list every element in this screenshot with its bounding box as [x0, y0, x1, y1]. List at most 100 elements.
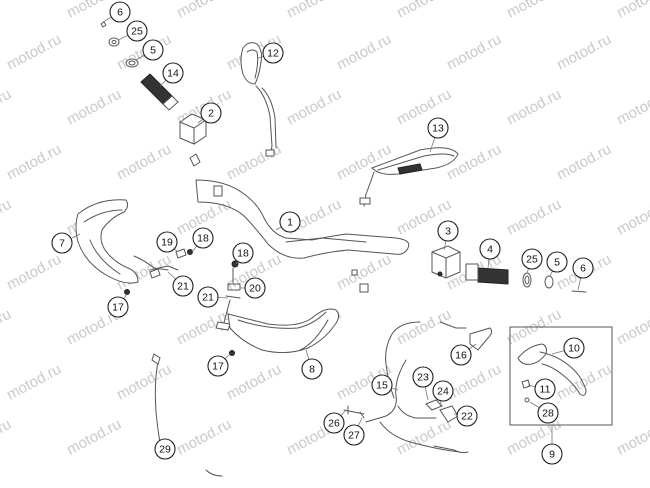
- part-mirror-right: [359, 147, 459, 207]
- watermark-text: motod.ru: [0, 416, 14, 459]
- callout-1: 1: [279, 211, 301, 233]
- callout-16: 16: [450, 344, 472, 366]
- callout-number: 24: [437, 386, 449, 398]
- watermark-text: motod.ru: [4, 361, 64, 404]
- callout-circle: [51, 232, 73, 254]
- inset-lever-assembly: [509, 326, 613, 426]
- callout-circle: [343, 424, 365, 446]
- callout-number: 28: [542, 408, 554, 420]
- callout-circle: [437, 220, 459, 242]
- watermark-text: motod.ru: [0, 196, 14, 239]
- callout-number: 4: [487, 244, 493, 256]
- callout-5: 5: [546, 251, 568, 273]
- callout-circle: [192, 227, 214, 249]
- callout-circle: [162, 62, 184, 84]
- watermark-text: motod.ru: [4, 141, 64, 184]
- callout-circle: [432, 380, 454, 402]
- callout-6: 6: [109, 1, 131, 23]
- callout-number: 14: [167, 68, 179, 80]
- watermark-text: motod.ru: [64, 86, 124, 129]
- callout-circle: [109, 1, 131, 23]
- callout-13: 13: [427, 117, 449, 139]
- watermark-text: motod.ru: [394, 416, 454, 459]
- part-bar-end-hardware-right: [522, 272, 587, 293]
- watermark-text: motod.ru: [554, 31, 614, 74]
- callout-number: 15: [376, 380, 388, 392]
- callout-circle: [450, 344, 472, 366]
- callout-number: 12: [267, 48, 279, 60]
- callout-circle: [412, 366, 434, 388]
- callout-circle: [154, 438, 176, 460]
- callout-26: 26: [323, 412, 345, 434]
- callout-23: 23: [412, 366, 434, 388]
- part-handlebar: [195, 179, 410, 293]
- watermark-text: motod.ru: [224, 141, 284, 184]
- watermark-text: motod.ru: [114, 141, 174, 184]
- watermark-text: motod.ru: [4, 251, 64, 294]
- callout-circle: [232, 242, 254, 264]
- callout-number: 18: [197, 233, 209, 245]
- watermark-text: motod.ru: [444, 361, 504, 404]
- callout-6: 6: [572, 257, 594, 279]
- watermark-text: motod.ru: [334, 31, 394, 74]
- callout-number: 2: [208, 108, 214, 120]
- callout-circle: [537, 402, 559, 424]
- callout-10: 10: [563, 337, 585, 359]
- callout-circle: [262, 42, 284, 64]
- callout-18: 18: [232, 242, 254, 264]
- callout-8: 8: [301, 358, 323, 380]
- callout-17: 17: [107, 296, 129, 318]
- callout-number: 6: [117, 7, 123, 19]
- watermark-text: motod.ru: [614, 86, 650, 129]
- watermark-text: motod.ru: [614, 416, 650, 459]
- part-bar-end-hardware-left: [100, 21, 139, 68]
- callout-number: 17: [212, 361, 224, 373]
- watermark-text: motod.ru: [394, 0, 454, 22]
- watermark-text: motod.ru: [4, 31, 64, 74]
- callout-circle: [546, 251, 568, 273]
- callout-circle: [142, 39, 164, 61]
- watermark-text: motod.ru: [174, 0, 234, 22]
- callout-number: 19: [161, 237, 173, 249]
- callout-number: 21: [177, 281, 189, 293]
- watermark-text: motod.ru: [0, 0, 14, 22]
- part-grip-left: [140, 73, 179, 111]
- callout-circle: [427, 117, 449, 139]
- callout-20: 20: [244, 277, 266, 299]
- callout-19: 19: [156, 231, 178, 253]
- callout-number: 27: [348, 430, 360, 442]
- callout-circle: [563, 337, 585, 359]
- watermark-text: motod.ru: [614, 196, 650, 239]
- part-switch-housing-right: [431, 245, 461, 279]
- watermark-text: motod.ru: [284, 86, 344, 129]
- callout-9: 9: [541, 443, 563, 465]
- callout-number: 23: [417, 372, 429, 384]
- callout-circle: [279, 211, 301, 233]
- callout-circle: [534, 378, 556, 400]
- callout-number: 21: [202, 292, 214, 304]
- callout-circle: [126, 20, 148, 42]
- watermark-text: motod.ru: [504, 196, 564, 239]
- watermark-text: motod.ru: [444, 31, 504, 74]
- watermark-text: motod.ru: [554, 141, 614, 184]
- callout-number: 3: [445, 226, 451, 238]
- part-mirror-left: [240, 42, 277, 157]
- callout-number: 17: [112, 302, 124, 314]
- part-handguard-right: [227, 308, 340, 354]
- callout-circle: [197, 286, 219, 308]
- callout-number: 5: [150, 45, 156, 57]
- callout-circle: [456, 405, 478, 427]
- callout-number: 25: [131, 26, 143, 38]
- callout-7: 7: [51, 232, 73, 254]
- watermark-text: motod.ru: [334, 141, 394, 184]
- callout-21: 21: [172, 275, 194, 297]
- watermark-text: motod.ru: [554, 361, 614, 404]
- callout-11: 11: [534, 378, 556, 400]
- watermark-text: motod.ru: [614, 306, 650, 349]
- callout-25: 25: [126, 20, 148, 42]
- callout-circle: [301, 358, 323, 380]
- callout-number: 29: [159, 444, 171, 456]
- watermark-text: motod.ru: [394, 306, 454, 349]
